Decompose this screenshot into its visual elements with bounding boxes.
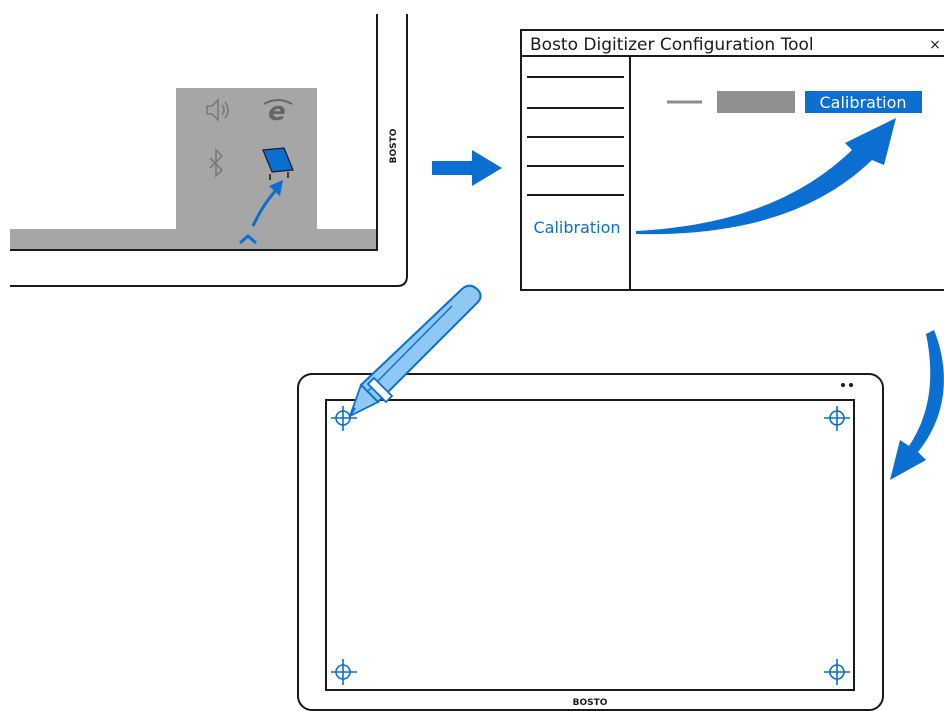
placeholder-button[interactable] [717, 91, 795, 113]
chevron-up-icon[interactable] [239, 234, 257, 245]
window-title: Bosto Digitizer Configuration Tool [530, 35, 814, 55]
taskbar [10, 229, 376, 249]
monitor-outer-frame [10, 14, 408, 287]
config-window: Bosto Digitizer Configuration Tool × Cal… [520, 29, 944, 291]
stylus-pen-icon [348, 284, 482, 418]
tablet-brand-label: BOSTO [573, 698, 608, 708]
sidebar-item-calibration[interactable]: Calibration [533, 218, 620, 237]
svg-text:e: e [268, 97, 286, 127]
tablet-screen [325, 399, 855, 691]
step-arrow-down-curve [890, 330, 944, 480]
tray-popup [176, 88, 317, 229]
config-window-frame [520, 29, 944, 291]
tray-curve-arrow [251, 189, 278, 227]
sweep-arrow [636, 118, 896, 235]
crosshair-icon[interactable] [824, 406, 850, 431]
tablet: BOSTO [297, 284, 884, 711]
tray-curve-arrowhead [269, 180, 283, 196]
step-arrow-right [432, 150, 502, 186]
monitor: BOSTO e [10, 14, 408, 287]
crosshair-icon[interactable] [331, 659, 357, 685]
monitor-screen-edge [10, 14, 378, 251]
tablet-driver-icon[interactable] [262, 147, 294, 180]
crosshair-icon[interactable] [331, 406, 357, 431]
crosshair-icon[interactable] [824, 659, 850, 685]
bluetooth-icon[interactable] [209, 148, 224, 178]
status-dots-icon [841, 383, 853, 387]
speaker-icon[interactable] [206, 98, 229, 122]
close-button[interactable]: × [929, 37, 941, 53]
calibration-button[interactable] [805, 91, 922, 113]
monitor-brand-label: BOSTO [389, 128, 399, 163]
sidebar-menu-lines [527, 76, 624, 196]
calibration-button-label: Calibration [819, 93, 906, 112]
internet-explorer-icon[interactable]: e [263, 97, 293, 127]
